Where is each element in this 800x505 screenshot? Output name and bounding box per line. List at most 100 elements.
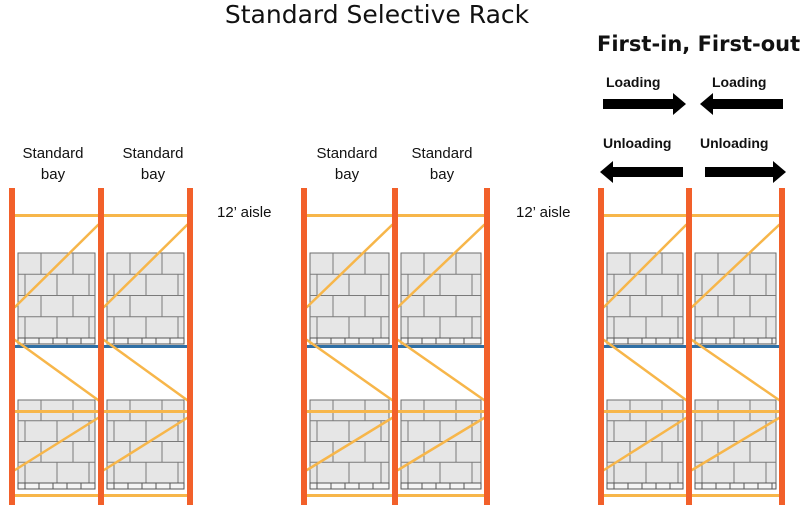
loading-label-right: Loading bbox=[712, 74, 767, 90]
diagram-title: Standard Selective Rack bbox=[224, 0, 530, 29]
pallet-base bbox=[17, 337, 96, 345]
rack-beam bbox=[604, 410, 686, 413]
rack-upright bbox=[598, 188, 604, 505]
bay-label-3-line2: bay bbox=[334, 166, 360, 183]
cross-brace bbox=[602, 338, 688, 402]
cross-brace bbox=[13, 223, 100, 309]
rack-upright bbox=[392, 188, 398, 505]
bay-label-2-line1: Standard bbox=[122, 145, 184, 162]
rack-upright bbox=[187, 188, 193, 505]
cross-brace bbox=[602, 416, 688, 472]
bay-label-3: Standard bay bbox=[302, 143, 392, 185]
cross-brace bbox=[396, 338, 486, 402]
rack-beam bbox=[604, 494, 686, 497]
rack-upright bbox=[686, 188, 692, 505]
bay-label-4: Standard bay bbox=[397, 143, 487, 185]
cross-brace bbox=[602, 223, 688, 309]
rack-beam bbox=[398, 345, 484, 348]
pallet-base bbox=[309, 337, 390, 345]
pallet-load bbox=[106, 399, 185, 490]
rack-upright bbox=[98, 188, 104, 505]
rack-group-2 bbox=[301, 188, 490, 505]
aisle-label-2: 12’ aisle bbox=[516, 204, 571, 221]
loading-arrow-right bbox=[700, 93, 783, 115]
cross-brace bbox=[305, 416, 394, 472]
pallet-load bbox=[309, 252, 390, 345]
cross-brace bbox=[305, 223, 394, 309]
rack-group-1 bbox=[9, 188, 193, 505]
rack-bay bbox=[396, 214, 486, 497]
pallet-base bbox=[694, 337, 777, 345]
rack-beam bbox=[307, 214, 392, 217]
loading-label-left: Loading bbox=[606, 74, 661, 90]
pallet-base bbox=[106, 337, 185, 345]
rack-upright bbox=[484, 188, 490, 505]
cross-brace bbox=[690, 338, 781, 402]
rack-upright bbox=[9, 188, 15, 505]
rack-beam bbox=[398, 214, 484, 217]
rack-beam bbox=[15, 410, 98, 413]
rack-beam bbox=[398, 494, 484, 497]
cross-brace bbox=[396, 416, 486, 472]
bay-label-3-line1: Standard bbox=[316, 145, 378, 162]
rack-beam bbox=[692, 410, 779, 413]
unloading-arrow-left bbox=[600, 161, 683, 183]
loading-arrow-left bbox=[603, 93, 686, 115]
rack-bay bbox=[102, 214, 189, 497]
rack-bay bbox=[690, 214, 781, 497]
cross-brace bbox=[305, 338, 394, 402]
rack-beam bbox=[307, 410, 392, 413]
aisle-label-1: 12’ aisle bbox=[217, 204, 272, 221]
rack-beam bbox=[307, 345, 392, 348]
cross-brace bbox=[102, 416, 189, 472]
pallet-base bbox=[606, 482, 684, 490]
rack-beam bbox=[15, 494, 98, 497]
bay-label-4-line2: bay bbox=[429, 166, 455, 183]
bay-label-1-line1: Standard bbox=[22, 145, 84, 162]
rack-beam bbox=[104, 494, 187, 497]
rack-bay bbox=[13, 214, 100, 497]
bay-label-1: Standard bay bbox=[8, 143, 98, 185]
pallet-base bbox=[606, 337, 684, 345]
rack-beam bbox=[398, 410, 484, 413]
rack-beam bbox=[104, 345, 187, 348]
rack-upright bbox=[779, 188, 785, 505]
fifo-title: First-in, First-out bbox=[597, 32, 800, 56]
rack-beam bbox=[104, 214, 187, 217]
bay-label-2-line2: bay bbox=[140, 166, 166, 183]
pallet-load bbox=[606, 399, 684, 490]
pallet-load bbox=[400, 399, 482, 490]
pallet-base bbox=[17, 482, 96, 490]
cross-brace bbox=[396, 223, 486, 309]
rack-beam bbox=[692, 494, 779, 497]
pallet-load bbox=[309, 399, 390, 490]
rack-beam bbox=[15, 345, 98, 348]
rack-beam bbox=[692, 345, 779, 348]
rack-beam bbox=[15, 214, 98, 217]
pallet-base bbox=[106, 482, 185, 490]
cross-brace bbox=[690, 416, 781, 472]
rack-upright bbox=[301, 188, 307, 505]
pallet-load bbox=[694, 399, 777, 490]
rack-beam bbox=[604, 345, 686, 348]
pallet-base bbox=[309, 482, 390, 490]
bay-label-4-line1: Standard bbox=[411, 145, 473, 162]
pallet-load bbox=[17, 399, 96, 490]
pallet-base bbox=[400, 337, 482, 345]
pallet-base bbox=[694, 482, 777, 490]
pallet-base bbox=[400, 482, 482, 490]
rack-beam bbox=[104, 410, 187, 413]
rack-beam bbox=[604, 214, 686, 217]
cross-brace bbox=[13, 338, 100, 402]
bay-label-2: Standard bay bbox=[108, 143, 198, 185]
bay-label-1-line2: bay bbox=[40, 166, 66, 183]
rack-bay bbox=[305, 214, 394, 497]
rack-beam bbox=[307, 494, 392, 497]
rack-beam bbox=[692, 214, 779, 217]
rack-bay bbox=[602, 214, 688, 497]
cross-brace bbox=[102, 223, 189, 309]
unloading-arrow-right bbox=[705, 161, 786, 183]
rack-group-3 bbox=[598, 188, 785, 505]
